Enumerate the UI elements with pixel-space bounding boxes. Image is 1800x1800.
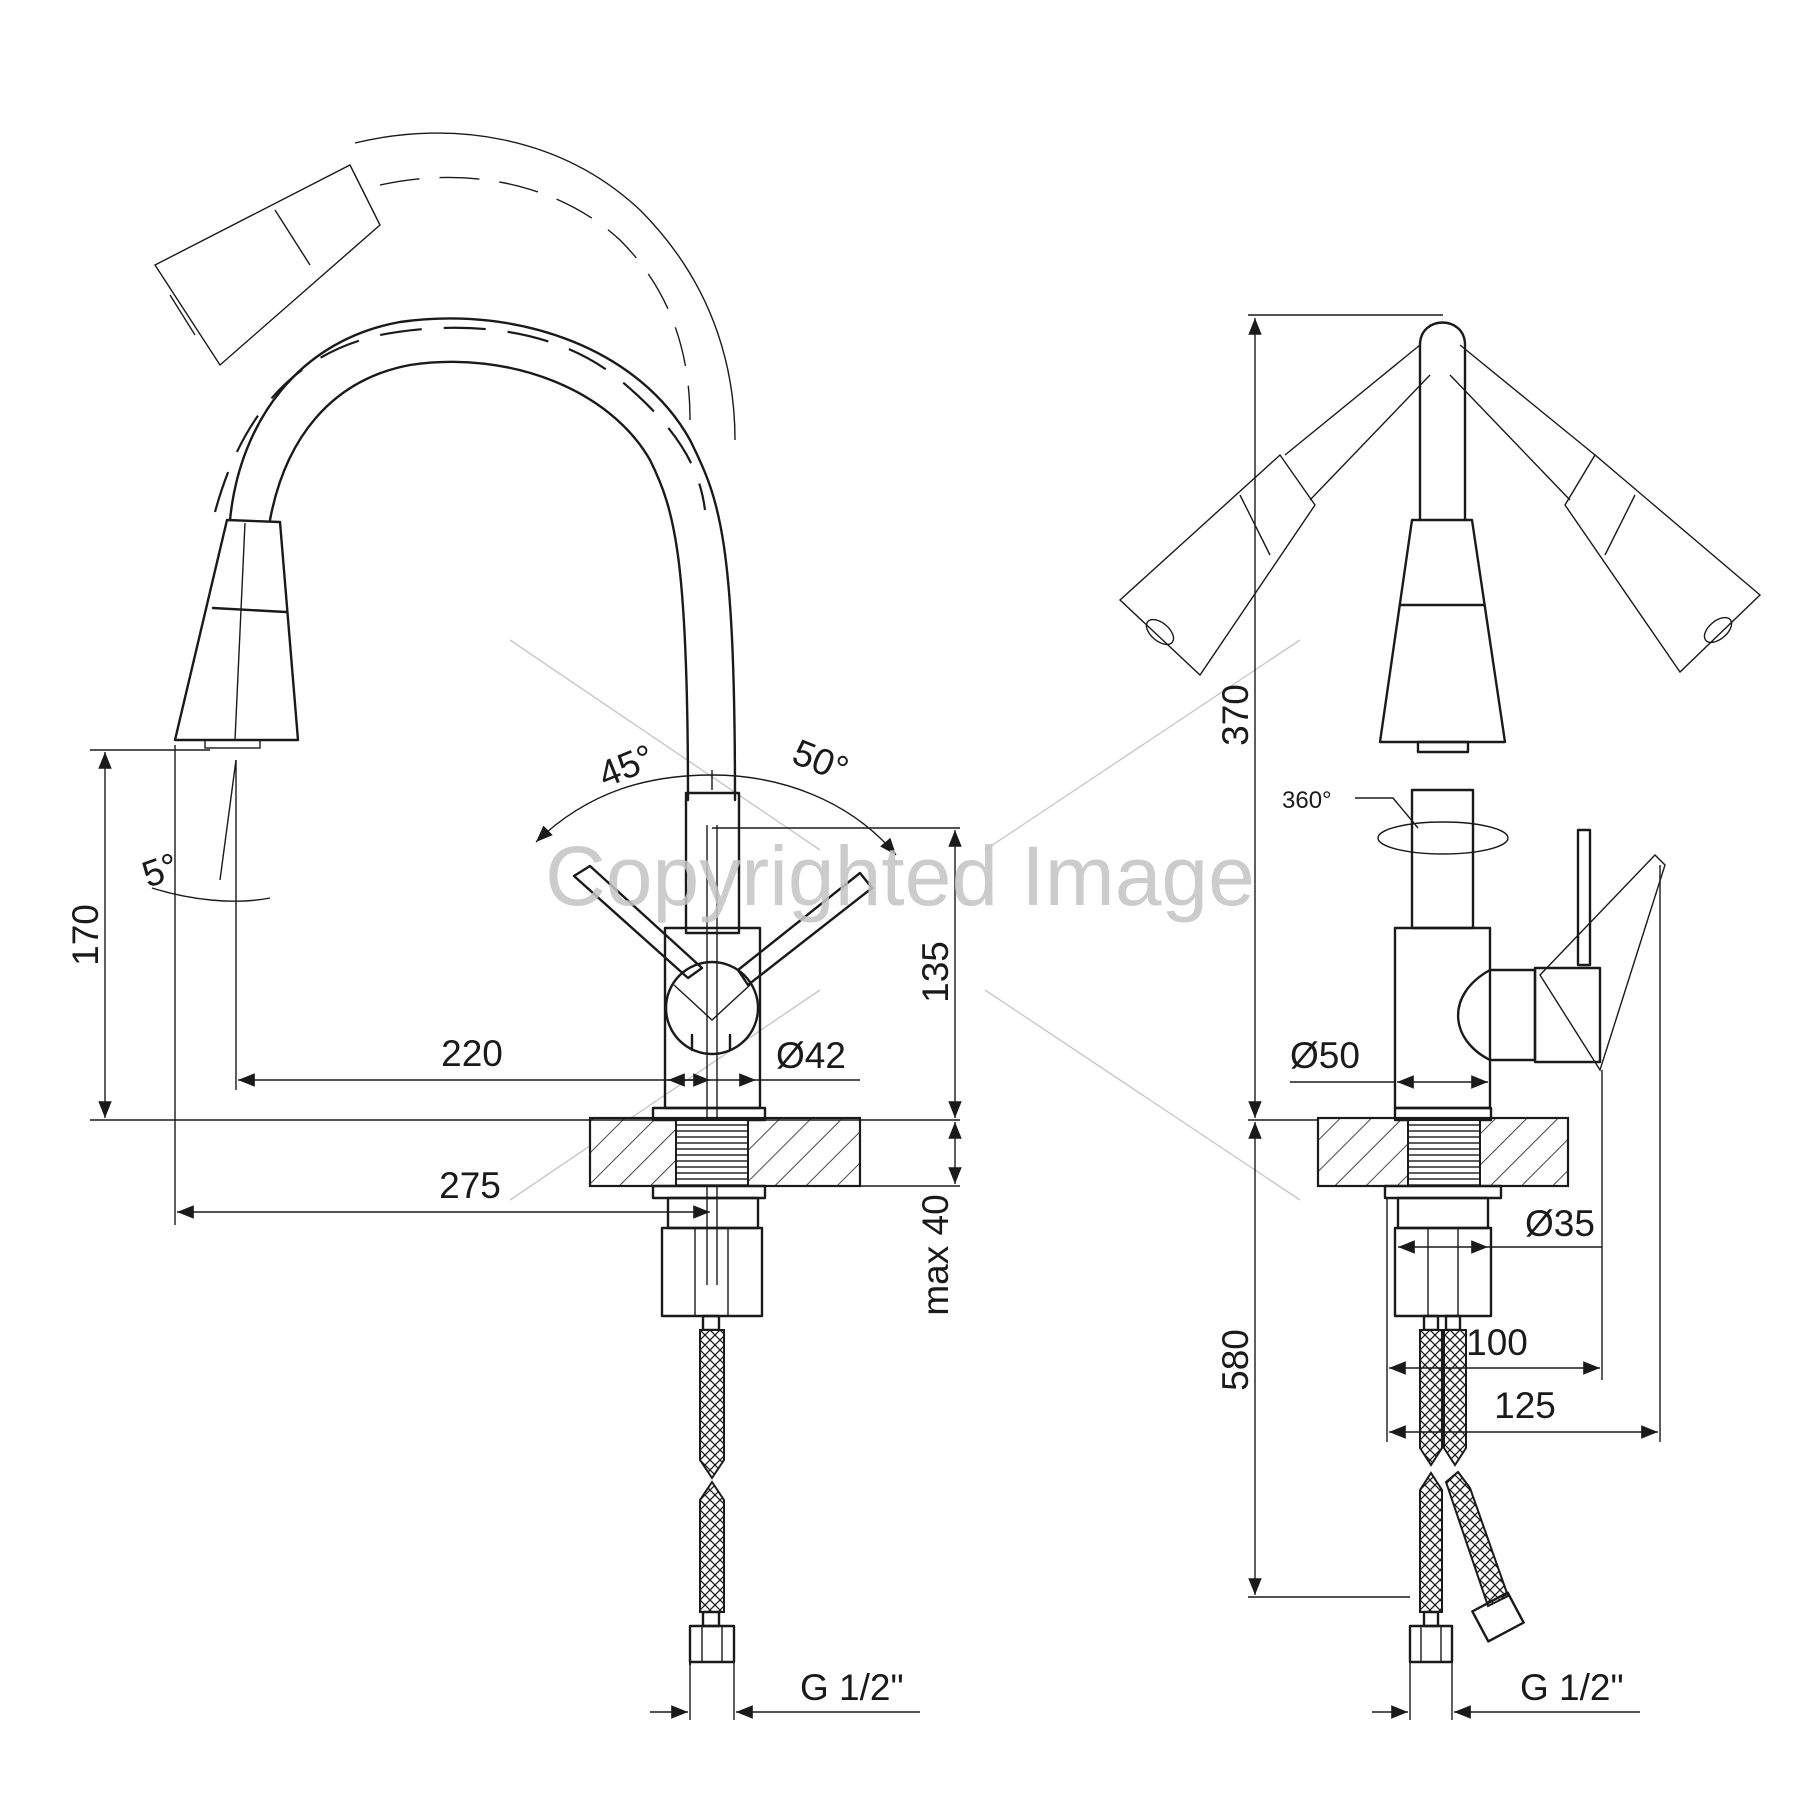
watermark-text: Copyrighted Image [545, 829, 1255, 923]
spout-inner [268, 360, 690, 802]
angle-arc-right [711, 774, 897, 856]
dim-125-label: 125 [1494, 1385, 1556, 1426]
rotation-ellipse [1377, 821, 1509, 855]
tilt-axis [219, 759, 237, 881]
side-spray-right [1564, 453, 1762, 674]
spray-head [173, 518, 300, 742]
side-connector-1 [1408, 1624, 1454, 1664]
mounting-nut [660, 1226, 764, 1318]
hose-alt-outer [354, 132, 736, 441]
side-spray-left [1118, 453, 1316, 677]
spray-head-edge [234, 522, 246, 741]
side-connector-2 [1471, 1591, 1525, 1643]
rotation-label: 360° [1282, 787, 1332, 814]
dim-275-label: 275 [439, 1165, 501, 1206]
tilt-arc [151, 887, 271, 902]
dim-g12-front-label: G 1/2" [800, 1667, 904, 1708]
side-hose-left-2 [1309, 374, 1431, 501]
dim-580-label: 580 [1215, 1329, 1256, 1391]
side-spout [1418, 321, 1467, 522]
side-hose-right-2 [1449, 374, 1571, 501]
handle-hub [664, 960, 760, 1056]
hose-alt-inner [379, 176, 691, 421]
spray-head-ring [211, 606, 288, 614]
side-view [1118, 314, 1762, 1720]
dim-d35-label: Ø35 [1525, 1203, 1595, 1244]
side-thread [1407, 1119, 1481, 1187]
dim-135-label: 135 [915, 941, 956, 1003]
side-hose-left-1 [1284, 344, 1421, 456]
lever-left [572, 864, 704, 980]
alt-spray-tip [169, 294, 196, 336]
side-nozzle-left [1145, 618, 1175, 646]
hose-ferrule [701, 1314, 721, 1332]
alt-spray-head [153, 164, 381, 367]
side-washer [1383, 1184, 1503, 1200]
angle-left-label: 45° [593, 736, 660, 795]
dim-100-label: 100 [1466, 1322, 1528, 1363]
side-lever-tilted [1539, 853, 1666, 1072]
side-body [1393, 926, 1492, 1110]
side-hose-1-lower [1419, 1471, 1443, 1613]
side-lever-body [1533, 966, 1602, 1064]
side-nozzle-right [1703, 616, 1733, 644]
dim-max40-label: max 40 [915, 1194, 956, 1315]
side-spray-head [1378, 518, 1507, 744]
side-handle-hub [1456, 968, 1537, 1062]
side-collar-1 [1422, 1610, 1440, 1628]
alt-spray-ring [274, 209, 311, 266]
side-nut [1393, 1226, 1493, 1318]
spout-outer [228, 317, 737, 802]
supply-hose-upper [699, 1329, 725, 1480]
dim-d42-label: Ø42 [776, 1035, 846, 1076]
hose-dashed-inner [213, 326, 707, 513]
hose-collar [701, 1610, 721, 1628]
angle-right-label: 50° [787, 731, 854, 790]
dim-370-label: 370 [1215, 684, 1256, 746]
angle-tilt-label: 5° [137, 845, 184, 896]
side-nozzle [1416, 740, 1470, 754]
washer [651, 1184, 767, 1200]
mounting-thread [675, 1119, 749, 1187]
watermark-lines [509, 639, 1301, 1201]
side-column [1410, 788, 1475, 930]
front-view [90, 132, 962, 1720]
side-nut-upper [1396, 1196, 1490, 1230]
spout-column [684, 791, 741, 935]
angle-arc-left [535, 774, 713, 843]
dim-170-label: 170 [65, 904, 106, 966]
side-hose-2-upper [1443, 1329, 1467, 1467]
dim-g12-side-label: G 1/2" [1520, 1667, 1624, 1708]
side-ferrule-1 [1422, 1314, 1440, 1332]
rotation-leader [1355, 797, 1419, 829]
side-spray-right-ring [1604, 494, 1636, 556]
side-lever-upright [1576, 828, 1592, 967]
handle-hub-v [673, 984, 751, 1021]
hose-connector-g12 [688, 1624, 736, 1664]
side-hose-right-1 [1459, 344, 1596, 456]
nut-upper [666, 1196, 760, 1230]
dim-d50-label: Ø50 [1290, 1035, 1360, 1076]
side-ferrule-2 [1444, 1314, 1462, 1332]
side-hose-2-lower [1444, 1470, 1510, 1608]
lever-right [736, 871, 874, 987]
dim-220-label: 220 [441, 1033, 503, 1074]
spray-nozzle [204, 739, 261, 749]
supply-hose-lower [699, 1480, 725, 1613]
side-hose-1-upper [1419, 1329, 1443, 1467]
faucet-body [663, 926, 762, 1110]
